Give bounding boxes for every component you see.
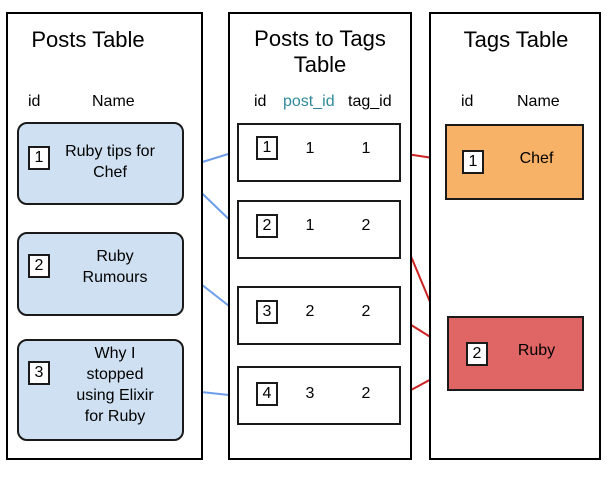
post-name: Why I stopped using Elixir for Ruby — [76, 345, 154, 425]
tag-id-box: 1 — [462, 150, 484, 174]
link-row-4: 4 3 2 — [237, 366, 401, 425]
link-col-id: id — [254, 93, 267, 110]
tags-table-title: Tags Table — [463, 27, 569, 52]
tag-name: Chef — [519, 150, 554, 167]
post-name: Ruby tips for Chef — [65, 143, 155, 181]
link-row-2: 2 1 2 — [237, 200, 401, 259]
link-post-id: 1 — [305, 140, 315, 157]
tag-name: Ruby — [517, 342, 556, 359]
posts-col-name: Name — [92, 93, 135, 110]
link-id-box: 2 — [256, 214, 278, 238]
posts-table-title: Posts Table — [31, 27, 145, 52]
tag-card-ruby: 2 Ruby — [447, 316, 584, 391]
tag-id-box: 2 — [466, 342, 488, 366]
post-card-2: 2 Ruby Rumours — [17, 232, 184, 316]
tag-card-chef: 1 Chef — [445, 124, 584, 200]
link-tag-id: 2 — [361, 303, 371, 320]
link-id-box: 4 — [256, 382, 278, 406]
post-card-1: 1 Ruby tips for Chef — [17, 122, 184, 205]
tags-table-panel: Tags Table id Name — [429, 12, 601, 460]
link-col-post-id: post_id — [283, 93, 335, 110]
post-id-box: 2 — [28, 254, 50, 278]
post-name: Ruby Rumours — [82, 248, 148, 286]
posts-to-tags-title: Posts to Tags Table — [254, 26, 386, 77]
link-post-id: 2 — [305, 303, 315, 320]
post-card-3: 3 Why I stopped using Elixir for Ruby — [17, 339, 184, 441]
link-row-1: 1 1 1 — [237, 123, 401, 182]
tags-col-name: Name — [517, 93, 560, 110]
link-col-tag-id: tag_id — [348, 93, 392, 110]
post-id-box: 1 — [28, 146, 50, 170]
link-row-3: 3 2 2 — [237, 286, 401, 345]
posts-col-id: id — [28, 93, 41, 110]
tags-col-id: id — [461, 93, 474, 110]
link-tag-id: 1 — [361, 140, 371, 157]
link-tag-id: 2 — [361, 217, 371, 234]
link-post-id: 3 — [305, 385, 315, 402]
link-id-box: 1 — [256, 136, 278, 160]
link-id-box: 3 — [256, 300, 278, 324]
link-tag-id: 2 — [361, 385, 371, 402]
post-id-box: 3 — [28, 361, 50, 385]
link-post-id: 1 — [305, 217, 315, 234]
